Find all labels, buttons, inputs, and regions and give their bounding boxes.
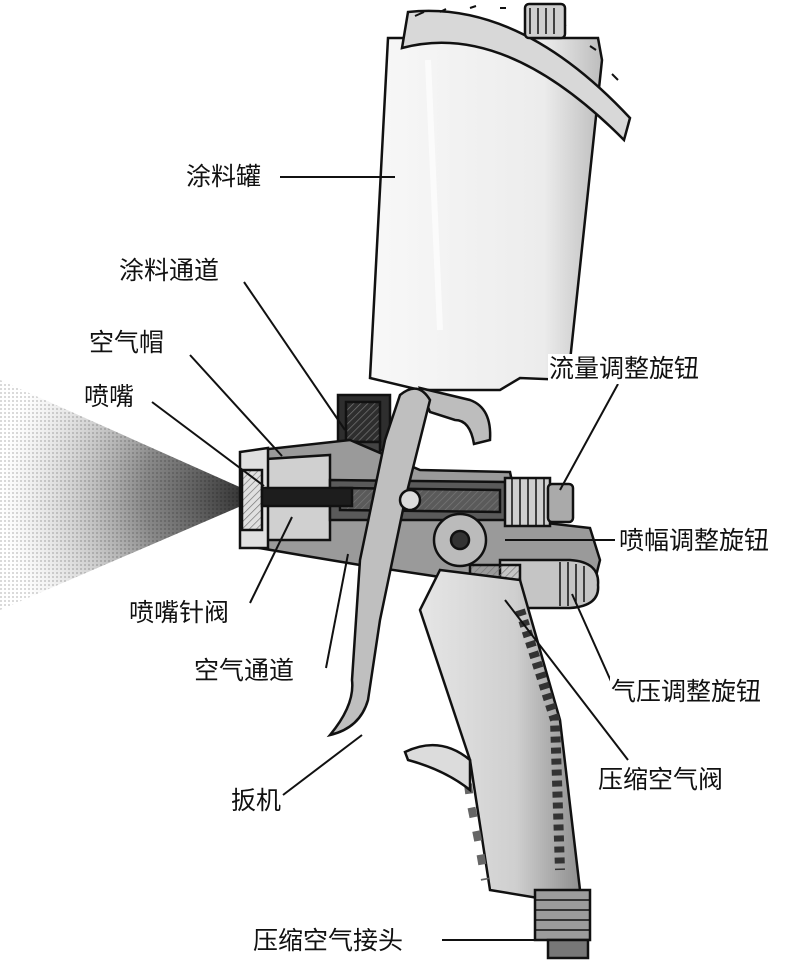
label-flow-knob: 流量调整旋钮: [548, 354, 700, 384]
label-nozzle: 喷嘴: [83, 382, 135, 412]
air-connector-fitting: [535, 890, 590, 958]
paint-cup: [370, 4, 630, 390]
hanger-hook: [420, 388, 490, 444]
label-paint-channel: 涂料通道: [118, 256, 220, 286]
label-air-connector: 压缩空气接头: [252, 926, 404, 956]
label-trigger: 扳机: [230, 786, 282, 816]
label-paint-cup: 涂料罐: [185, 162, 262, 192]
fan-knob: [434, 514, 486, 566]
label-air-valve: 压缩空气阀: [597, 765, 724, 795]
label-pressure-knob: 气压调整旋钮: [610, 677, 762, 707]
handle-grip: [420, 570, 580, 900]
label-air-cap: 空气帽: [88, 328, 165, 358]
label-fan-knob: 喷幅调整旋钮: [618, 526, 770, 556]
label-needle-valve: 喷嘴针阀: [128, 598, 230, 628]
label-air-channel: 空气通道: [193, 656, 295, 686]
